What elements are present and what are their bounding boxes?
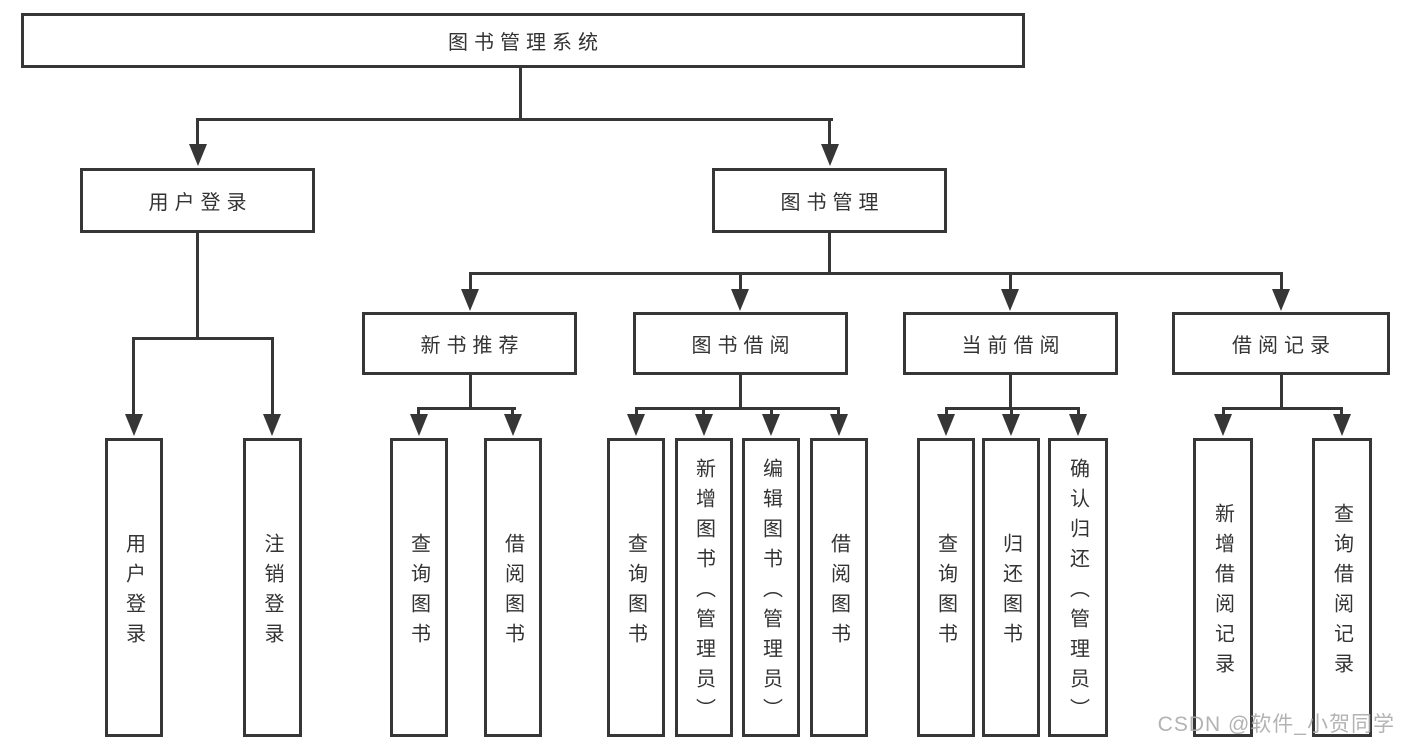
connector-line [1280,373,1283,409]
connector-line [1280,272,1283,292]
connector-line [1009,272,1012,292]
arrow-down-icon [830,414,848,436]
leaf-confirm-return-admin: 确认归还（管理员） [1048,438,1108,737]
arrow-down-icon [821,144,839,166]
node-book-management-system: 图书管理系统 [21,13,1025,68]
leaf-label: 查询图书 [407,532,430,653]
leaf-add-borrow-record: 新增借阅记录 [1193,438,1253,737]
leaf-label: 编辑图书（管理员） [759,457,782,728]
connector-line [1010,407,1013,417]
node-book-management: 图书管理 [712,168,947,233]
node-book-borrowing: 图书借阅 [633,312,848,375]
arrow-down-icon [125,414,143,436]
node-label: 图书借阅 [691,335,796,357]
node-borrowing-records: 借阅记录 [1172,312,1390,375]
arrow-down-icon [263,414,281,436]
arrow-down-icon [1002,414,1020,436]
arrow-down-icon [695,414,713,436]
connector-line [196,231,199,340]
connector-line [132,337,274,340]
connector-line [511,407,514,417]
node-label: 用户登录 [148,192,253,214]
connector-line [417,407,420,417]
leaf-label: 用户登录 [122,532,145,653]
node-label: 图书管理系统 [448,32,604,54]
leaf-borrow-books-borrowing: 借阅图书 [810,438,868,737]
arrow-down-icon [1001,289,1019,311]
leaf-label: 借阅图书 [827,532,850,653]
connector-line [770,407,773,417]
leaf-label: 新增图书（管理员） [692,457,715,728]
connector-line [469,272,472,292]
node-new-book-recommendation: 新书推荐 [362,312,577,375]
leaf-label: 注销登录 [261,532,283,653]
connector-line [1009,373,1012,409]
csdn-watermark: CSDN @软件_小贺同学 [1157,713,1395,736]
connector-line [739,373,742,409]
node-label: 图书管理 [780,192,885,214]
connector-line [828,118,831,148]
arrow-down-icon [504,414,522,436]
connector-line [196,118,199,148]
connector-line [828,231,831,274]
arrow-down-icon [1333,414,1351,436]
node-label: 新书推荐 [420,335,525,357]
node-user-login: 用户登录 [80,168,315,233]
node-label: 借阅记录 [1232,335,1336,357]
leaf-edit-books-admin: 编辑图书（管理员） [742,438,800,737]
leaf-label: 查询图书 [934,532,957,653]
leaf-label: 借阅图书 [501,532,524,653]
leaf-user-login: 用户登录 [105,438,163,737]
leaf-label: 查询图书 [624,532,647,653]
leaf-label: 确认归还（管理员） [1066,457,1089,728]
node-current-borrowing: 当前借阅 [903,312,1118,375]
connector-line [635,407,840,410]
arrow-down-icon [1069,414,1087,436]
leaf-query-books-recommend: 查询图书 [390,438,448,737]
leaf-query-books-current: 查询图书 [917,438,975,737]
arrow-down-icon [189,144,207,166]
leaf-borrow-books-recommend: 借阅图书 [484,438,542,737]
connector-line [418,407,516,410]
arrow-down-icon [410,414,428,436]
connector-line [1222,407,1343,410]
arrow-down-icon [731,289,749,311]
leaf-label: 归还图书 [999,532,1022,653]
arrow-down-icon [762,414,780,436]
arrow-down-icon [937,414,955,436]
connector-line [1077,407,1080,417]
connector-line [739,272,742,292]
arrow-down-icon [1214,414,1232,436]
connector-line [271,337,274,416]
node-label: 当前借阅 [961,335,1066,357]
connector-line [945,407,948,417]
connector-line [469,272,1282,275]
connector-line [132,337,135,416]
connector-line [1340,407,1343,417]
leaf-query-books-borrowing: 查询图书 [607,438,665,737]
leaf-add-books-admin: 新增图书（管理员） [675,438,733,737]
leaf-logout: 注销登录 [243,438,302,737]
leaf-label: 查询借阅记录 [1330,502,1353,683]
leaf-query-borrow-record: 查询借阅记录 [1312,438,1372,737]
arrow-down-icon [627,414,645,436]
connector-line [1222,407,1225,417]
leaf-label: 新增借阅记录 [1211,502,1234,683]
connector-line [635,407,638,417]
arrow-down-icon [1272,289,1290,311]
leaf-return-books: 归还图书 [982,438,1040,737]
connector-line [197,118,833,121]
connector-line [837,407,840,417]
arrow-down-icon [461,289,479,311]
connector-line [519,66,522,120]
connector-line [469,373,472,409]
connector-line [702,407,705,417]
